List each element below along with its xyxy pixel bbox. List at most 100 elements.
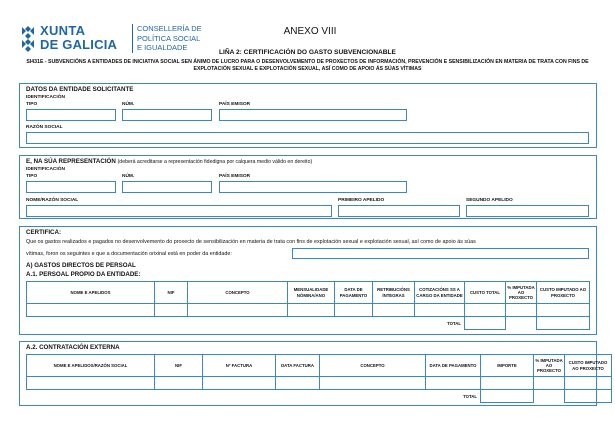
external-contracting-title: A.2. CONTRATACIÓN EXTERNA	[26, 344, 120, 351]
own-staff-total-label: TOTAL	[447, 320, 461, 326]
xunta-logo: XUNTA DE GALICIA CONSELLERÍA DE POLÍTICA…	[20, 23, 202, 54]
external-total-row: TOTAL	[27, 389, 612, 403]
rep-type-field[interactable]	[26, 181, 116, 193]
representation-section-title: E, NA SÚA REPRESENTACIÓN (deberá acredit…	[26, 158, 312, 165]
entity-business-name-field[interactable]	[26, 132, 589, 144]
external-contracting-section: A.2. CONTRATACIÓN EXTERNA NOME E APELIDO…	[19, 341, 612, 406]
own-staff-total-row: TOTAL	[27, 316, 590, 330]
own-staff-table: NOME E APELIDOS NIF CONCEPTO MENSUALIDAD…	[26, 281, 590, 330]
external-total-amount[interactable]	[480, 389, 534, 403]
document-title: LIÑA 2: CERTIFICACIÓN DO GASTO SUBVENCIO…	[219, 49, 396, 56]
rep-surname2-field[interactable]	[466, 205, 589, 217]
consellaria-line-3: E IGUALDADE	[137, 43, 188, 52]
xunta-emblem-icon	[22, 26, 34, 52]
ext-cell-amount[interactable]	[480, 376, 534, 390]
type-label: TIPO	[26, 102, 38, 107]
table-row	[26, 376, 612, 390]
ext-cell-nif[interactable]	[154, 376, 203, 390]
representation-note: (deberá acreditarse a representación fid…	[117, 159, 313, 165]
rep-issuing-country-field[interactable]	[219, 181, 407, 193]
rep-identification-label: IDENTIFICACIÓN	[26, 167, 65, 172]
external-contracting-table: NOME E APELIDOS/RAZÓN SOCIAL NIF Nº FACT…	[26, 354, 612, 403]
rep-surname1-field[interactable]	[338, 205, 460, 217]
ext-col-nif: NIF	[154, 354, 203, 377]
ext-cell-payment-date[interactable]	[425, 376, 481, 390]
cell-payment-date[interactable]	[334, 303, 373, 317]
business-name-label: RAZÓN SOCIAL	[26, 125, 63, 130]
external-total-label: TOTAL	[463, 393, 477, 399]
annex-label: ANEXO VIII	[283, 26, 337, 37]
ext-cell-name[interactable]	[26, 376, 155, 390]
certify-text-line-2: vítimas, foron os seguintes e que a docu…	[26, 251, 232, 257]
issuing-country-label: PAÍS EMISOR	[219, 102, 251, 107]
col-total-cost: CUSTO TOTAL	[464, 281, 506, 304]
consellaria-line-2: POLÍTICA SOCIAL	[137, 33, 201, 43]
col-concept: CONCEPTO	[187, 281, 288, 304]
cell-name[interactable]	[26, 303, 155, 317]
ext-col-name: NOME E APELIDOS/RAZÓN SOCIAL	[26, 354, 155, 377]
ext-col-payment-date: DATA DE PAGAMENTO	[425, 354, 481, 377]
representation-section: E, NA SÚA REPRESENTACIÓN (deberá acredit…	[19, 155, 597, 219]
own-staff-total-cost[interactable]	[464, 316, 506, 330]
ext-cell-imputed-cost[interactable]	[564, 376, 612, 390]
certify-text-line-1: Que os gastos realizados e pagados no de…	[26, 239, 476, 245]
table-row	[26, 303, 590, 317]
rep-name-field[interactable]	[26, 205, 332, 217]
identification-label: IDENTIFICACIÓN	[26, 95, 65, 100]
ext-col-amount: IMPORTE	[480, 354, 534, 377]
certify-title: CERTIFICA:	[26, 229, 62, 236]
cell-concept[interactable]	[187, 303, 288, 317]
ext-col-imputed-cost: CUSTO IMPUTADO AO PROXECTO	[564, 354, 612, 377]
cell-gross-pay[interactable]	[372, 303, 415, 317]
entity-type-field[interactable]	[26, 109, 116, 121]
certify-section: CERTIFICA: Que os gastos realizados e pa…	[19, 226, 597, 335]
logo-text-xunta: XUNTA	[40, 23, 86, 38]
ext-col-percent-imputed: % IMPUTADA AO PROXECTO	[533, 354, 565, 377]
representation-title: E, NA SÚA REPRESENTACIÓN	[26, 158, 116, 165]
rep-surname1-label: PRIMEIRO APELIDO	[338, 198, 385, 203]
ext-col-concept: CONCEPTO	[319, 354, 426, 377]
rep-issuing-country-label: PAÍS EMISOR	[219, 174, 251, 179]
direct-staff-costs-heading: A) GASTOS DIRECTOS DE PERSOAL	[26, 262, 136, 269]
ext-col-invoice-number: Nº FACTURA	[202, 354, 276, 377]
cell-social-security[interactable]	[414, 303, 465, 317]
rep-number-label: NÚM.	[122, 174, 135, 179]
cell-total-cost[interactable]	[464, 303, 506, 317]
logo-text-galicia: DE GALICIA	[40, 37, 118, 52]
rep-name-label: NOME/RAZÓN SOCIAL	[26, 198, 79, 203]
col-gross-pay: RETRIBUCIÓNS ÍNTEGRAS	[372, 281, 415, 304]
col-payment-date: DATA DE PAGAMENTO	[334, 281, 373, 304]
entity-section: DATOS DA ENTIDADE SOLICITANTE IDENTIFICA…	[19, 83, 597, 148]
document-subtitle: SI431E - SUBVENCIÓNS A ENTIDADES DE INIC…	[26, 59, 589, 72]
own-staff-header-row: NOME E APELIDOS NIF CONCEPTO MENSUALIDAD…	[26, 281, 590, 304]
ext-cell-concept[interactable]	[319, 376, 426, 390]
external-header-row: NOME E APELIDOS/RAZÓN SOCIAL NIF Nº FACT…	[26, 354, 612, 377]
cell-monthly-payroll[interactable]	[287, 303, 335, 317]
consellaria-line-1: CONSELLERÍA DE	[137, 24, 202, 33]
entity-issuing-country-field[interactable]	[219, 109, 407, 121]
col-percent-imputed: % IMPUTADA AO PROXECTO	[505, 281, 537, 304]
consellaria-name: CONSELLERÍA DE POLÍTICA SOCIAL E IGUALDA…	[137, 24, 202, 53]
entity-number-field[interactable]	[122, 109, 212, 121]
col-social-security: COTIZACIÓNS SS A CARGO DA ENTIDADE	[414, 281, 465, 304]
own-staff-total-imputed[interactable]	[536, 316, 590, 330]
cell-percent-imputed[interactable]	[505, 303, 537, 317]
col-nif: NIF	[154, 281, 188, 304]
rep-number-field[interactable]	[122, 181, 212, 193]
number-label: NÚM.	[122, 102, 135, 107]
col-name-surnames: NOME E APELIDOS	[26, 281, 155, 304]
cell-nif[interactable]	[154, 303, 188, 317]
entity-section-title: DATOS DA ENTIDADE SOLICITANTE	[26, 86, 134, 93]
col-monthly-payroll: MENSUALIDADE NÓMINA/ANO	[287, 281, 335, 304]
logo-separator	[132, 24, 133, 53]
external-total-imputed[interactable]	[564, 389, 612, 403]
rep-surname2-label: SEGUNDO APELIDO	[466, 198, 513, 203]
ext-col-invoice-date: DATA FACTURA	[275, 354, 320, 377]
cell-imputed-cost[interactable]	[536, 303, 590, 317]
ext-cell-invoice-date[interactable]	[275, 376, 320, 390]
ext-cell-invoice-number[interactable]	[202, 376, 276, 390]
rep-type-label: TIPO	[26, 174, 38, 179]
certify-field[interactable]	[292, 248, 589, 259]
ext-cell-percent-imputed[interactable]	[533, 376, 565, 390]
own-staff-heading: A.1. PERSOAL PROPIO DA ENTIDADE:	[26, 271, 141, 278]
